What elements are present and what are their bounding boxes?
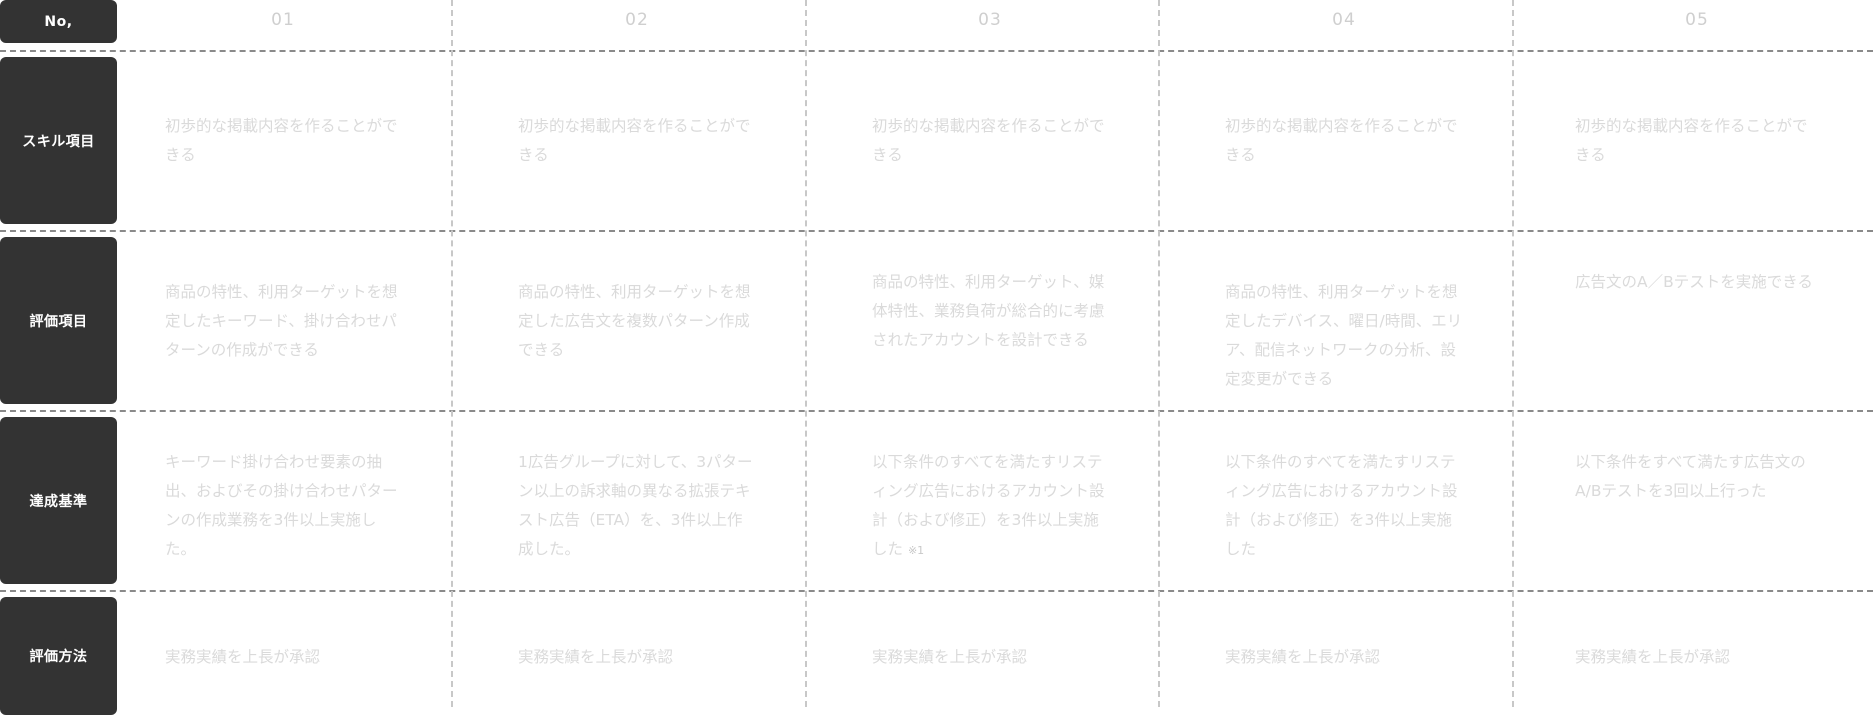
row-label-skill: スキル項目 xyxy=(0,57,117,224)
column-number: 02 xyxy=(625,10,649,30)
column-divider xyxy=(451,0,453,707)
column-number: 04 xyxy=(1332,10,1356,30)
criteria-cell: 以下条件をすべて満たす広告文のA/Bテストを3回以上行った xyxy=(1575,453,1806,500)
row-label-criteria: 達成基準 xyxy=(0,417,117,584)
evaluation-cell: 商品の特性、利用ターゲット、媒体特性、業務負荷が総合的に考慮されたアカウントを設… xyxy=(872,273,1105,349)
skill-cell: 初歩的な掲載内容を作ることができる xyxy=(1575,117,1808,164)
column-number: 03 xyxy=(978,10,1002,30)
skill-cell: 初歩的な掲載内容を作ることができる xyxy=(1225,117,1458,164)
column-number: 01 xyxy=(271,10,295,30)
criteria-cell: キーワード掛け合わせ要素の抽出、およびその掛け合わせパターンの作成業務を3件以上… xyxy=(165,453,398,558)
skill-cell: 初歩的な掲載内容を作ることができる xyxy=(872,117,1105,164)
column-divider xyxy=(805,0,807,707)
evaluation-cell: 商品の特性、利用ターゲットを想定したキーワード、掛け合わせパターンの作成ができる xyxy=(165,283,398,359)
method-cell: 実務実績を上長が承認 xyxy=(1575,648,1731,666)
row-divider xyxy=(0,50,1873,52)
method-cell: 実務実績を上長が承認 xyxy=(872,648,1028,666)
method-cell: 実務実績を上長が承認 xyxy=(1225,648,1381,666)
method-cell: 実務実績を上長が承認 xyxy=(518,648,674,666)
row-divider xyxy=(0,410,1873,412)
evaluation-cell: 商品の特性、利用ターゲットを想定した広告文を複数パターン作成できる xyxy=(518,283,751,359)
row-label-no: No, xyxy=(0,0,117,43)
criteria-cell: 以下条件のすべてを満たすリスティング広告におけるアカウント設計（および修正）を3… xyxy=(872,448,1112,565)
criteria-text: 以下条件のすべてを満たすリスティング広告におけるアカウント設計（および修正）を3… xyxy=(872,453,1105,558)
row-divider xyxy=(0,230,1873,232)
column-number: 05 xyxy=(1685,10,1709,30)
criteria-footnote: ※1 xyxy=(907,544,925,557)
criteria-cell: 以下条件のすべてを満たすリスティング広告におけるアカウント設計（および修正）を3… xyxy=(1225,453,1458,558)
criteria-cell: 1広告グループに対して、3パターン以上の訴求軸の異なる拡張テキスト広告（ETA）… xyxy=(518,453,753,558)
method-cell: 実務実績を上長が承認 xyxy=(165,648,321,666)
evaluation-cell: 商品の特性、利用ターゲットを想定したデバイス、曜日/時間、エリア、配信ネットワー… xyxy=(1225,283,1463,388)
skill-cell: 初歩的な掲載内容を作ることができる xyxy=(518,117,751,164)
row-label-evaluation: 評価項目 xyxy=(0,237,117,404)
column-divider xyxy=(1512,0,1514,707)
row-divider xyxy=(0,590,1873,592)
evaluation-cell: 広告文のA／Bテストを実施できる xyxy=(1575,273,1813,291)
skill-cell: 初歩的な掲載内容を作ることができる xyxy=(165,117,398,164)
column-divider xyxy=(1158,0,1160,707)
row-label-method: 評価方法 xyxy=(0,597,117,715)
